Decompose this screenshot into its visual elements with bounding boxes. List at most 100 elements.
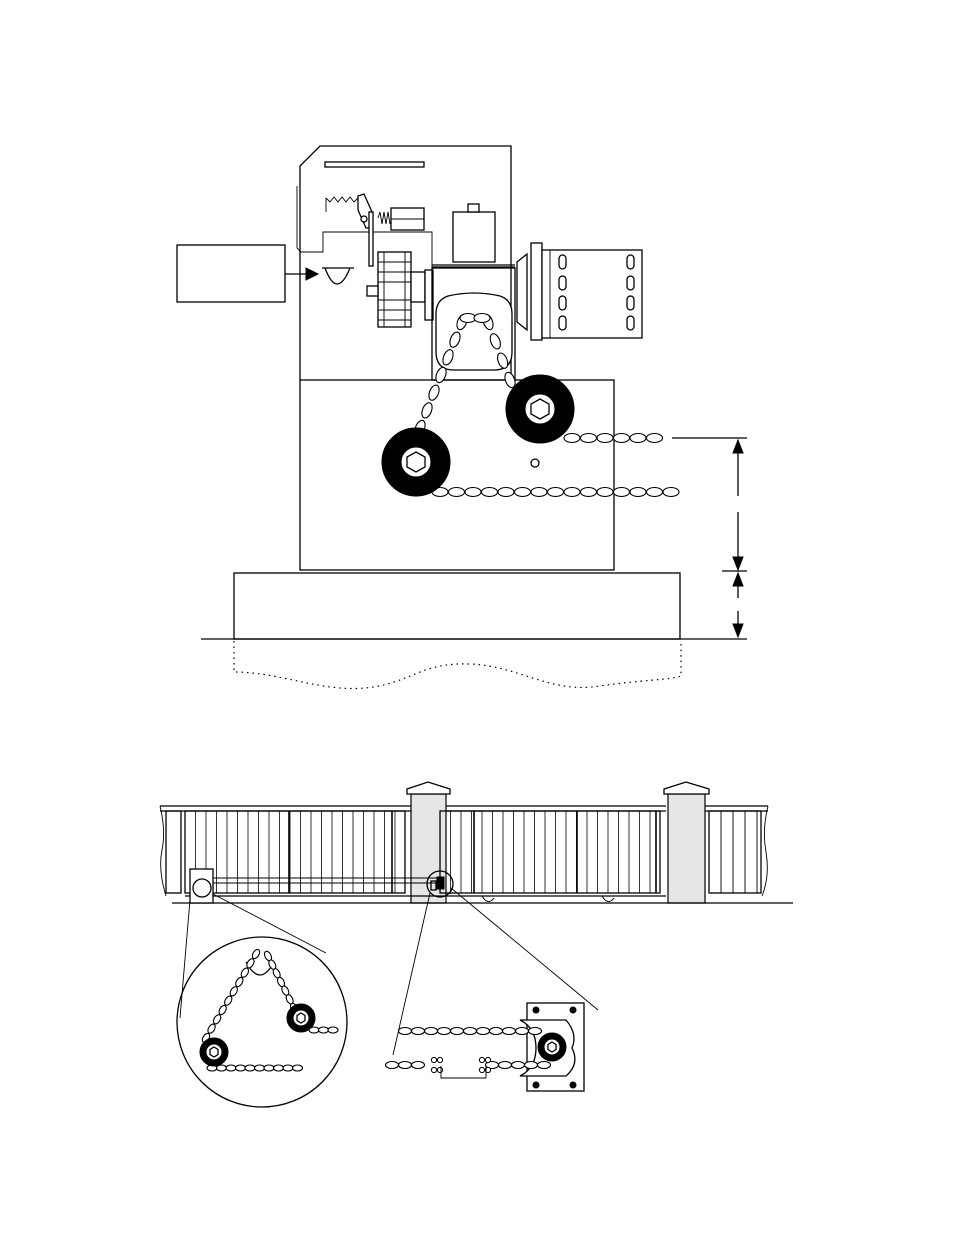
chain-link: [464, 1028, 477, 1035]
chain-link: [529, 1028, 542, 1035]
chain-link: [581, 434, 597, 443]
chain-link: [226, 1065, 236, 1071]
chain-link: [251, 948, 261, 960]
chain-link: [531, 488, 547, 497]
chain-link: [482, 488, 498, 497]
dimension-upper: [672, 438, 747, 570]
shaft-stub: [367, 286, 378, 296]
chain-link: [206, 1023, 216, 1035]
detail-wheel-left: [200, 1038, 228, 1066]
chain-link: [264, 1065, 274, 1071]
chain-link: [614, 434, 630, 443]
chain-link: [420, 401, 434, 419]
motor-flange: [531, 243, 542, 340]
chain-link: [663, 488, 679, 497]
chain-link: [236, 1065, 246, 1071]
fence-right: [705, 806, 768, 896]
capacitor-box: [453, 212, 495, 262]
pad-below-ground: [234, 641, 681, 689]
operator-side-view: [177, 146, 747, 689]
chain-link: [412, 1062, 425, 1069]
chain-link: [386, 1062, 399, 1069]
chain-link: [319, 1027, 329, 1033]
callout-arrow-head: [306, 268, 318, 280]
chain-link: [525, 1062, 538, 1069]
chain-link: [597, 488, 613, 497]
pivot-icon: [361, 216, 367, 222]
idler-wheel-left: [382, 428, 450, 496]
leader-left-1: [180, 900, 190, 1018]
chain-link: [449, 488, 465, 497]
chain-link: [274, 1065, 284, 1071]
detail-wheel-right: [287, 1004, 315, 1032]
post-right: [664, 782, 709, 903]
chain-link: [425, 1028, 438, 1035]
chain-link: [427, 384, 441, 402]
cam-bump: [325, 268, 350, 284]
clutch-stack: [378, 252, 411, 327]
chain-link: [328, 1027, 338, 1033]
chain-link: [465, 488, 481, 497]
chain-link: [630, 488, 646, 497]
motor-endbell: [517, 254, 527, 330]
sprocket-detail-magnifier: [177, 937, 347, 1107]
bracket-chain: [386, 1028, 551, 1073]
chain-link: [597, 434, 613, 443]
shaft-collar: [411, 272, 425, 302]
chain-link: [245, 1065, 255, 1071]
chain-link: [538, 1062, 551, 1069]
capacitor-terminal: [468, 204, 479, 212]
coil-spring-small: [378, 212, 392, 224]
leader-bracket-2: [451, 888, 598, 1010]
chain-link: [516, 1028, 529, 1035]
idler-wheel-right: [506, 375, 574, 443]
chain-link: [512, 1062, 525, 1069]
bracket-sprocket: [538, 1033, 566, 1061]
chain-link: [255, 1065, 265, 1071]
mount-hole: [531, 459, 539, 467]
cover-handle-slot: [325, 162, 424, 167]
chain-link: [293, 1065, 303, 1071]
chain-link: [515, 488, 531, 497]
chain-link: [548, 488, 564, 497]
chain-link: [223, 995, 233, 1007]
bolt-icon: [479, 1057, 484, 1062]
chain-link: [499, 1062, 512, 1069]
chain-link: [212, 1014, 222, 1026]
chain-link: [229, 986, 239, 998]
bolt-icon: [437, 1057, 442, 1062]
spring: [326, 197, 358, 202]
bolt-icon: [479, 1067, 484, 1072]
chain-link: [218, 1004, 228, 1016]
gate-elevation-view: [160, 782, 793, 1107]
chain-link: [474, 314, 490, 323]
gate-panel-right: [440, 806, 666, 902]
chain-link: [581, 488, 597, 497]
limit-lever-stem: [369, 212, 373, 266]
chain-link: [451, 1028, 464, 1035]
chain-tensioner-bolt: [441, 1066, 486, 1078]
chain-link: [412, 1028, 425, 1035]
chain-link: [647, 434, 663, 443]
gate-panel-left: [185, 811, 405, 893]
chain-link: [503, 1028, 516, 1035]
callout-box: [177, 245, 285, 302]
chain-link: [438, 1028, 451, 1035]
chain-link: [399, 1062, 412, 1069]
chain-link: [490, 1028, 503, 1035]
dimension-lower: [733, 573, 743, 637]
bolt-icon: [485, 1057, 490, 1062]
chain-link: [240, 967, 250, 979]
chain-link: [498, 488, 514, 497]
chain-link: [630, 434, 646, 443]
bolt-icon: [431, 1057, 436, 1062]
operator-sprocket-circle: [193, 879, 211, 897]
chain-link: [234, 976, 244, 988]
bolt-icon: [437, 1067, 442, 1072]
chain-link: [647, 488, 663, 497]
chain-bracket: [437, 877, 444, 889]
motor: [517, 243, 642, 340]
chain-link: [283, 1065, 293, 1071]
bolt-icon: [431, 1067, 436, 1072]
chain-link: [564, 434, 580, 443]
